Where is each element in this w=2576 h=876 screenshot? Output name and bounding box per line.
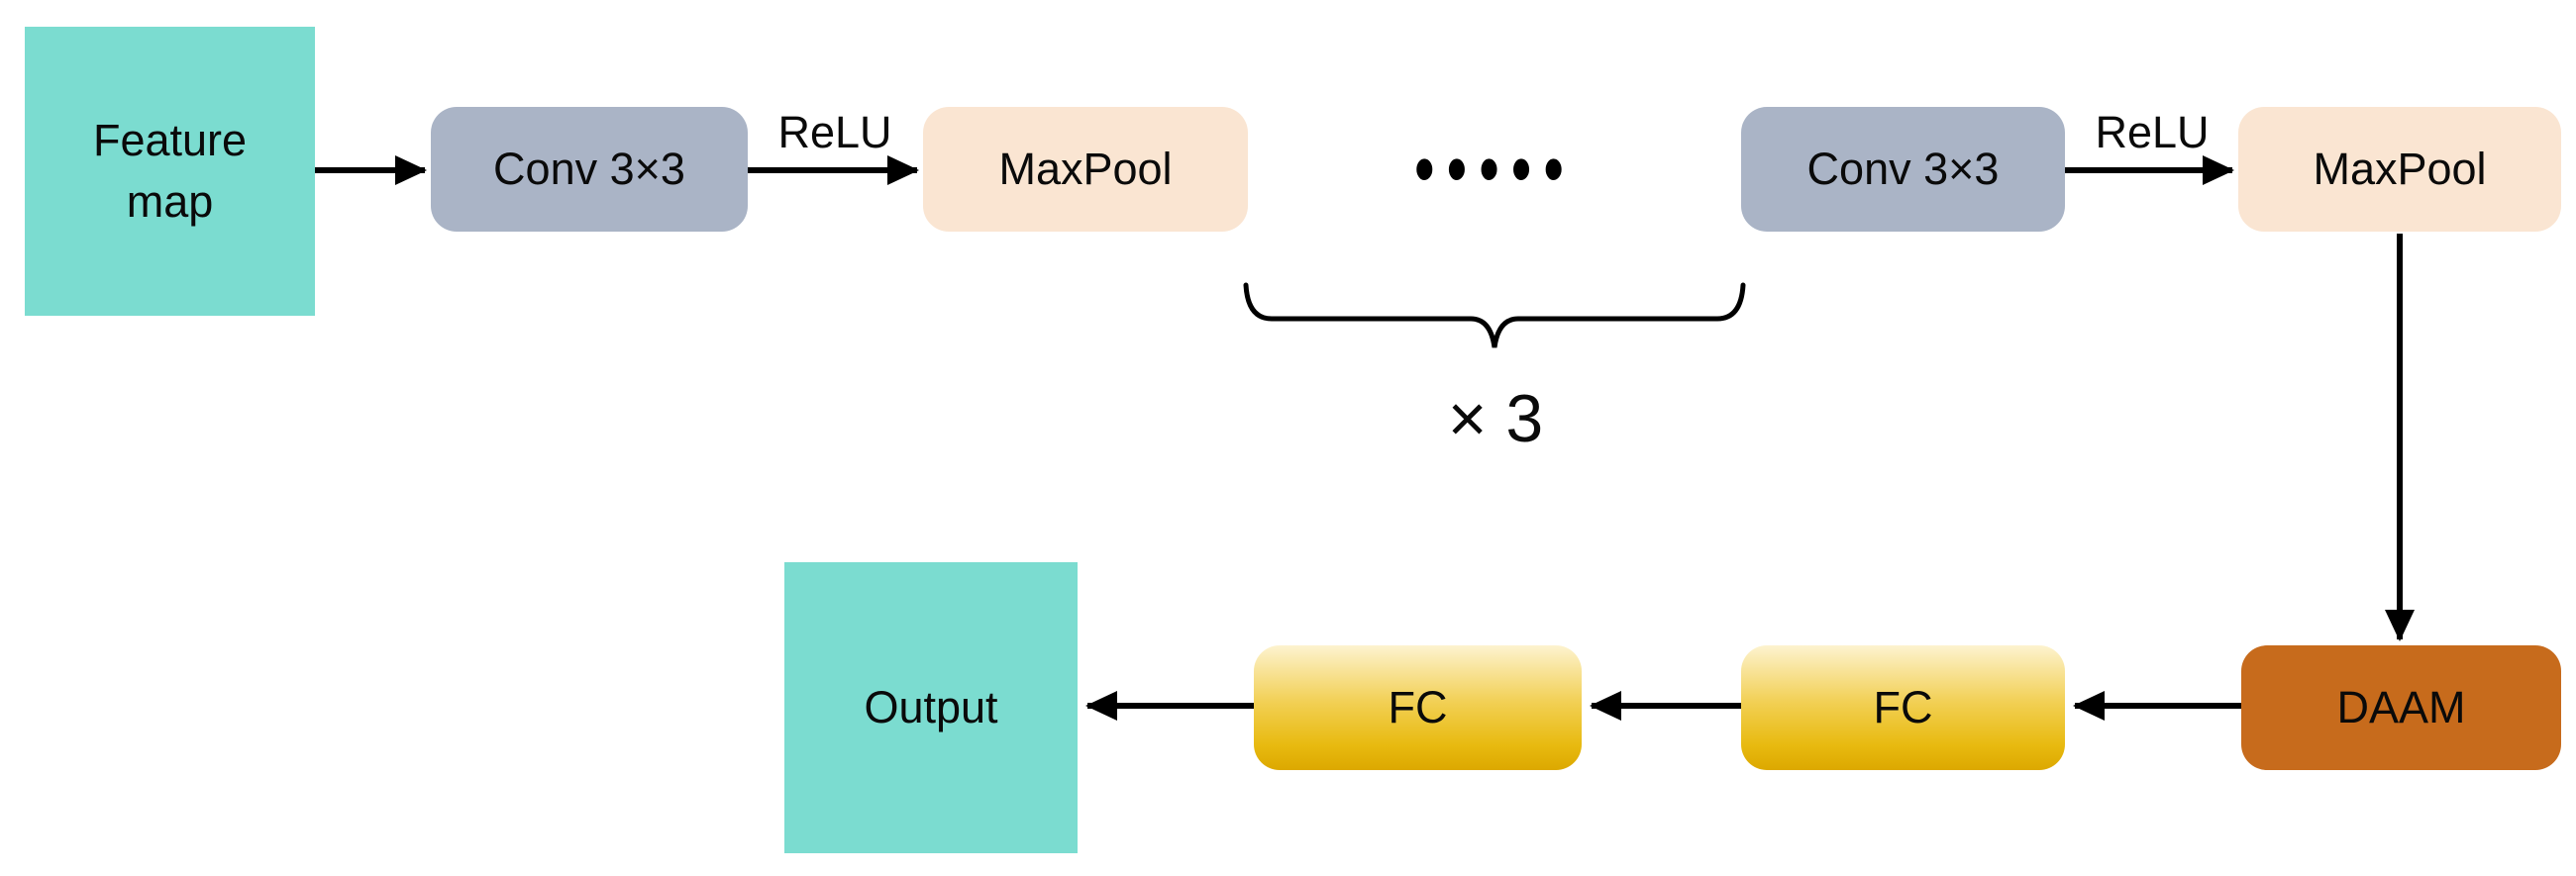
- output-node: Output: [784, 562, 1078, 853]
- conv2-node: Conv 3×3: [1741, 107, 2065, 232]
- ellipsis-dots: •••••: [1414, 125, 1577, 210]
- fc2-label: FC: [1388, 682, 1448, 732]
- repeat-count-label: × 3: [1447, 381, 1544, 456]
- daam-label: DAAM: [2336, 682, 2466, 732]
- conv1-label: Conv 3×3: [493, 144, 685, 194]
- maxpool1-label: MaxPool: [998, 144, 1173, 194]
- feature-map-node: Feature map: [25, 27, 315, 316]
- maxpool1-node: MaxPool: [923, 107, 1248, 232]
- relu-label-2: ReLU: [2095, 107, 2210, 157]
- underbrace: [1243, 282, 1746, 348]
- fc1-node: FC: [1741, 645, 2065, 770]
- fc2-node: FC: [1254, 645, 1582, 770]
- output-label: Output: [864, 682, 998, 732]
- relu-label-1: ReLU: [777, 107, 892, 157]
- feature-map-label: Feature map: [92, 115, 248, 227]
- fc1-label: FC: [1873, 682, 1933, 732]
- conv2-label: Conv 3×3: [1806, 144, 2000, 194]
- conv1-node: Conv 3×3: [431, 107, 748, 232]
- maxpool2-label: MaxPool: [2313, 144, 2487, 194]
- maxpool2-node: MaxPool: [2238, 107, 2561, 232]
- daam-node: DAAM: [2241, 645, 2561, 770]
